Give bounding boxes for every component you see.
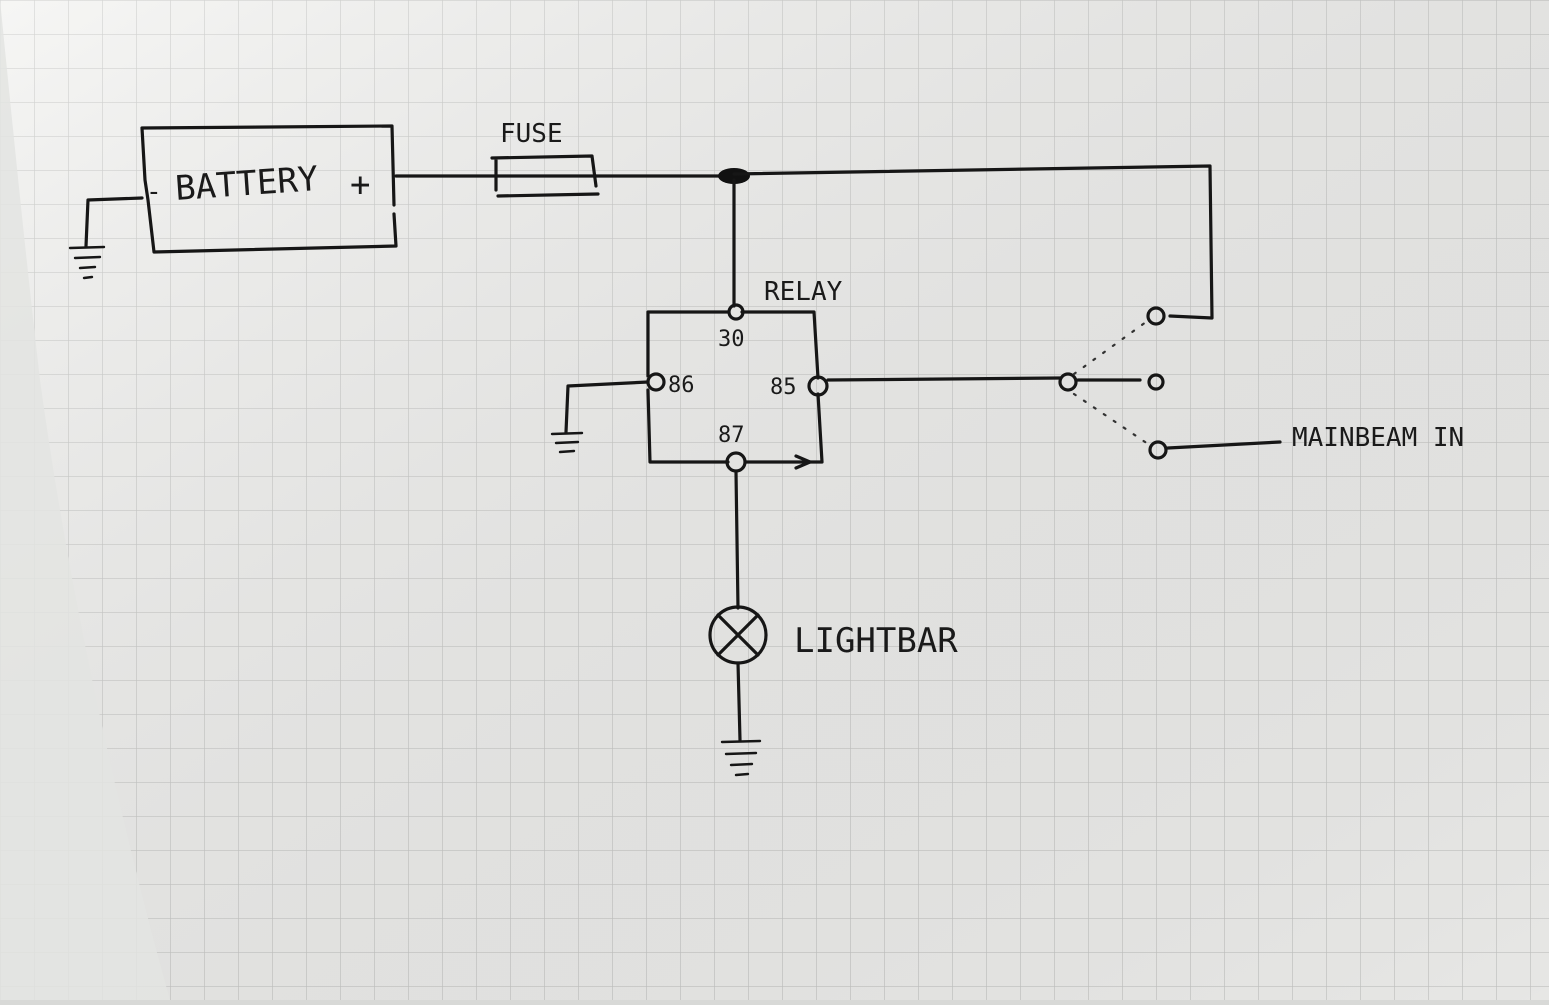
switch-symbol xyxy=(1058,306,1168,460)
junction-node xyxy=(718,168,750,184)
switch-middle-terminal xyxy=(1147,373,1165,391)
pin-87-label: 87 xyxy=(718,423,745,448)
fuse-label: FUSE xyxy=(500,119,563,149)
wire-main-beam-in xyxy=(1166,440,1282,450)
wire-pin85-to-switch xyxy=(826,376,1062,382)
pin-30-label: 30 xyxy=(718,327,745,352)
relay-ground xyxy=(550,380,650,454)
light-bar-label: LIGHTBAR xyxy=(794,621,958,661)
relay-label: RELAY xyxy=(764,277,843,307)
battery-plus-label: + xyxy=(350,165,370,205)
wire-junction-to-switch xyxy=(732,164,1214,320)
pin-86-label: 86 xyxy=(668,373,695,398)
relay-symbol: RELAY 30 86 85 87 xyxy=(646,277,843,473)
battery-minus-label: - xyxy=(146,177,162,207)
pin-30-terminal xyxy=(727,303,745,321)
switch-top-terminal xyxy=(1146,306,1166,326)
fuse-symbol: FUSE xyxy=(490,119,600,198)
pin-85-terminal xyxy=(807,375,829,397)
light-bar-lamp: LIGHTBAR xyxy=(708,605,958,665)
battery-ground xyxy=(68,196,144,280)
battery-label: BATTERY xyxy=(174,159,320,209)
paper-curl-shadow xyxy=(0,0,170,1000)
switch-bottom-terminal xyxy=(1148,440,1168,460)
switch-common-terminal xyxy=(1058,372,1078,392)
lightbar-ground xyxy=(720,661,762,777)
wire-pin87-to-lightbar xyxy=(734,470,740,610)
pin-85-label: 85 xyxy=(770,375,797,400)
battery-symbol: - BATTERY + xyxy=(140,124,398,254)
main-beam-in-label: MAINBEAM IN xyxy=(1292,423,1464,453)
